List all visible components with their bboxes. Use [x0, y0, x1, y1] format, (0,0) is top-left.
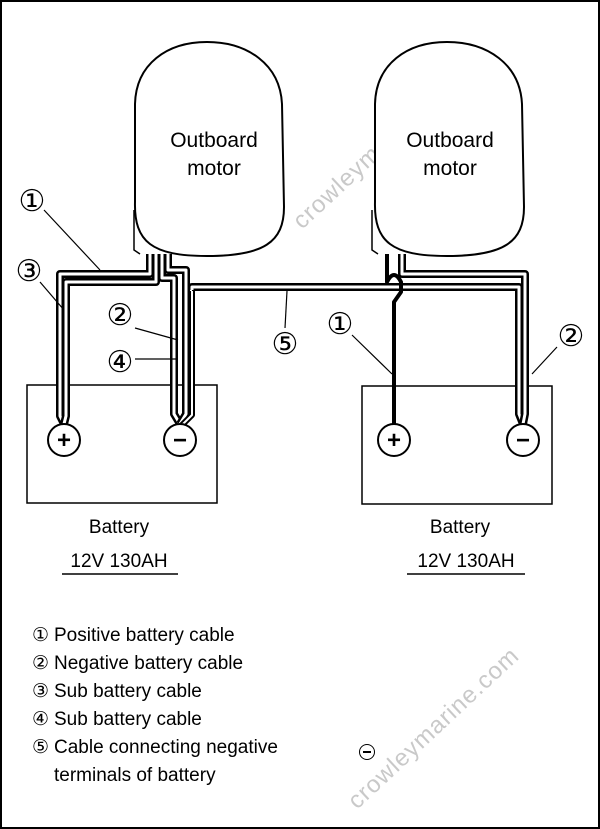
leader-callout-2-right	[531, 346, 558, 375]
callout-1-right: ①	[327, 308, 354, 341]
legend-number: ③	[32, 681, 50, 702]
outboard-motor-2: Outboard motor	[371, 40, 526, 258]
legend-item-2: ② Negative battery cable	[32, 650, 572, 678]
negative-link-cable	[188, 283, 527, 426]
battery-2-positive-terminal: +	[377, 423, 411, 457]
legend-text: Negative battery cable	[54, 653, 244, 674]
svg-text:−: −	[516, 427, 530, 454]
callout-2-right: ②	[558, 320, 585, 353]
legend-number: ②	[32, 653, 50, 674]
legend-text-content: Cable connecting negative terminals of b…	[54, 737, 278, 786]
leader-callout-5	[284, 290, 288, 329]
negative-terminal-icon	[359, 744, 375, 760]
callout-3: ③	[16, 255, 43, 288]
motor-2-label-line1: Outboard	[406, 129, 494, 152]
legend-text: Sub battery cable	[54, 681, 202, 702]
callout-1-left: ①	[19, 185, 46, 218]
leader-callout-1-right	[351, 334, 393, 375]
legend-item-1: ① Positive battery cable	[32, 622, 572, 650]
motor-2-label-line2: motor	[423, 157, 477, 180]
leader-callout-3	[39, 281, 65, 311]
negative-cable-battery-2	[398, 254, 529, 425]
positive-cable-battery-2	[385, 254, 403, 424]
leader-callout-2-left	[134, 327, 179, 341]
legend-text: Positive battery cable	[54, 625, 235, 646]
leader-callout-1-left	[43, 209, 101, 271]
svg-text:+: +	[57, 427, 71, 454]
motor-1-label-line2: motor	[187, 157, 241, 180]
battery-2-negative-terminal: −	[506, 423, 540, 457]
battery-1-box	[26, 384, 218, 504]
positive-cable-battery-1	[60, 254, 160, 425]
legend-number: ①	[32, 625, 50, 646]
svg-text:−: −	[173, 427, 187, 454]
battery-1-label: Battery	[89, 517, 150, 538]
battery-1-positive-terminal: +	[47, 423, 81, 457]
battery-2-spec: 12V 130AH	[417, 551, 514, 572]
legend-number: ⑤	[32, 737, 50, 758]
outboard-motor-1: Outboard motor	[133, 40, 286, 258]
battery-1-spec: 12V 130AH	[70, 551, 167, 572]
callout-2-left: ②	[107, 299, 134, 332]
svg-text:+: +	[387, 427, 401, 454]
legend-text: Cable connecting negative terminals of b…	[54, 734, 278, 790]
legend-text: Sub battery cable	[54, 709, 202, 730]
motor-1-label-line1: Outboard	[170, 129, 258, 152]
legend-item-4: ④ Sub battery cable	[32, 706, 572, 734]
legend: ① Positive battery cable ② Negative batt…	[32, 622, 572, 790]
callout-4: ④	[107, 346, 134, 379]
legend-item-5: ⑤ Cable connecting negative terminals of…	[32, 734, 572, 790]
legend-item-3: ③ Sub battery cable	[32, 678, 572, 706]
battery-1-negative-terminal: −	[163, 423, 197, 457]
battery-2-label: Battery	[430, 517, 491, 538]
callout-5: ⑤	[272, 328, 299, 361]
battery-2-box	[361, 385, 553, 505]
legend-number: ④	[32, 709, 50, 730]
